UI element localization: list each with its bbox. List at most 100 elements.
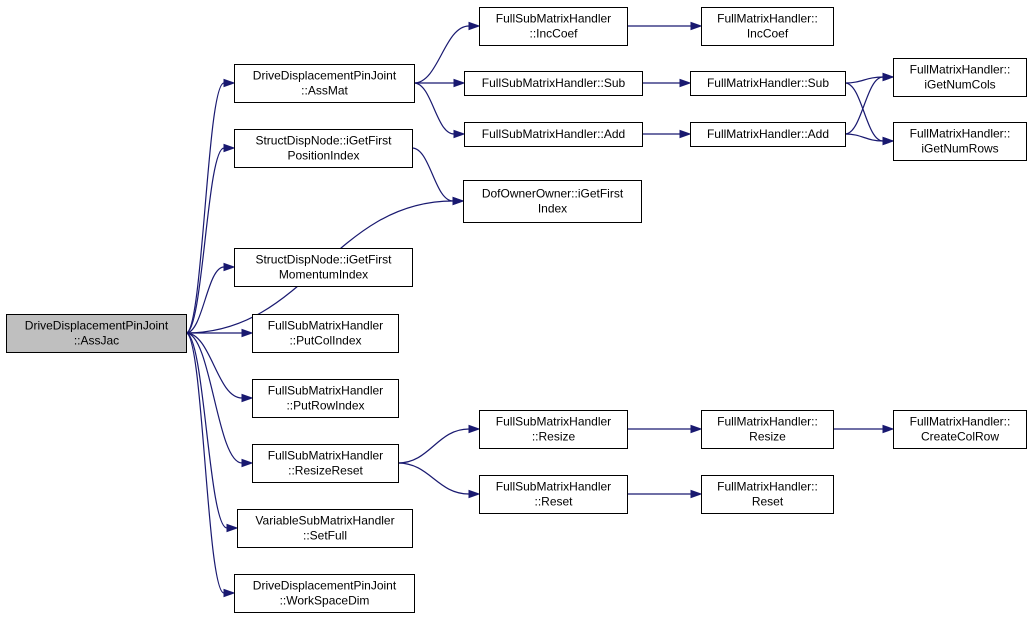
node-label: ::Reset bbox=[534, 495, 573, 509]
node-cols[interactable]: FullMatrixHandler::iGetNumCols bbox=[893, 58, 1027, 97]
node-label: Index bbox=[538, 202, 567, 216]
edges-layer bbox=[185, 21, 895, 598]
node-box bbox=[701, 410, 834, 449]
edge-fs_add-to-fm_add bbox=[642, 129, 692, 139]
node-box bbox=[252, 379, 399, 418]
node-label: FullMatrixHandler::Add bbox=[707, 127, 829, 141]
node-fm_inc[interactable]: FullMatrixHandler::IncCoef bbox=[701, 7, 834, 46]
edge-fs_resize-to-fm_resize bbox=[627, 424, 703, 434]
edge-line bbox=[844, 76, 884, 135]
edge-root-to-setfull bbox=[185, 332, 239, 533]
node-label: FullSubMatrixHandler bbox=[268, 384, 383, 398]
arrowhead-icon bbox=[223, 143, 236, 153]
arrowhead-icon bbox=[690, 424, 703, 434]
node-box bbox=[463, 180, 642, 223]
node-label: iGetNumRows bbox=[921, 142, 998, 156]
arrowhead-icon bbox=[679, 78, 692, 88]
edge-fs_sub-to-fm_sub bbox=[642, 78, 692, 88]
arrowhead-icon bbox=[241, 458, 254, 468]
arrowhead-icon bbox=[690, 489, 703, 499]
node-label: ::Resize bbox=[532, 430, 576, 444]
node-label: MomentumIndex bbox=[279, 268, 368, 282]
node-fs_inc[interactable]: FullSubMatrixHandler::IncCoef bbox=[479, 7, 628, 46]
edge-line bbox=[185, 266, 225, 334]
edge-root-to-putcol bbox=[186, 328, 254, 338]
node-label: DriveDisplacementPinJoint bbox=[253, 579, 397, 593]
node-fs_reset[interactable]: FullSubMatrixHandler::Reset bbox=[479, 475, 628, 514]
node-fm_resize[interactable]: FullMatrixHandler::Resize bbox=[701, 410, 834, 449]
node-label: FullSubMatrixHandler::Sub bbox=[482, 76, 626, 90]
node-setfull[interactable]: VariableSubMatrixHandler::SetFull bbox=[237, 509, 413, 548]
node-box bbox=[701, 475, 834, 514]
edge-line bbox=[397, 462, 470, 495]
node-label: DriveDisplacementPinJoint bbox=[25, 319, 169, 333]
arrowhead-icon bbox=[226, 523, 239, 533]
edge-line bbox=[397, 428, 470, 464]
edge-resizereset-to-fs_resize bbox=[397, 424, 481, 464]
edge-root-to-resizereset bbox=[185, 332, 254, 468]
node-label: iGetNumCols bbox=[924, 78, 995, 92]
node-label: Resize bbox=[749, 430, 786, 444]
node-label: StructDispNode::iGetFirst bbox=[255, 134, 392, 148]
node-box bbox=[6, 314, 187, 353]
node-label: FullMatrixHandler::Sub bbox=[707, 76, 829, 90]
node-rows[interactable]: FullMatrixHandler::iGetNumRows bbox=[893, 122, 1027, 161]
edge-line bbox=[844, 76, 884, 84]
edge-assmat-to-fs_sub bbox=[414, 78, 466, 88]
node-label: IncCoef bbox=[747, 27, 789, 41]
node-label: FullMatrixHandler:: bbox=[717, 415, 818, 429]
node-label: Reset bbox=[752, 495, 784, 509]
edge-fm_add-to-cols bbox=[844, 72, 895, 135]
node-label: DofOwnerOwner::iGetFirst bbox=[482, 187, 624, 201]
arrowhead-icon bbox=[223, 78, 236, 88]
node-label: ::IncCoef bbox=[529, 27, 578, 41]
arrowhead-icon bbox=[679, 129, 692, 139]
node-box bbox=[464, 71, 643, 96]
arrowhead-icon bbox=[882, 72, 895, 82]
node-putrow[interactable]: FullSubMatrixHandler::PutRowIndex bbox=[252, 379, 399, 418]
node-label: ::PutColIndex bbox=[289, 334, 361, 348]
node-fs_resize[interactable]: FullSubMatrixHandler::Resize bbox=[479, 410, 628, 449]
node-fm_sub[interactable]: FullMatrixHandler::Sub bbox=[690, 71, 846, 96]
node-label: FullMatrixHandler:: bbox=[910, 63, 1011, 77]
edge-resizereset-to-fs_reset bbox=[397, 462, 481, 499]
node-resizereset[interactable]: FullSubMatrixHandler::ResizeReset bbox=[252, 444, 399, 483]
node-fm_reset[interactable]: FullMatrixHandler::Reset bbox=[701, 475, 834, 514]
edge-root-to-putrow bbox=[185, 332, 254, 403]
node-box bbox=[690, 122, 846, 147]
node-label: FullSubMatrixHandler bbox=[496, 415, 611, 429]
node-box bbox=[893, 58, 1027, 97]
node-box bbox=[234, 574, 415, 613]
node-label: DriveDisplacementPinJoint bbox=[253, 69, 397, 83]
node-box bbox=[479, 7, 628, 46]
node-fs_add[interactable]: FullSubMatrixHandler::Add bbox=[464, 122, 643, 147]
arrowhead-icon bbox=[223, 588, 236, 598]
node-fs_sub[interactable]: FullSubMatrixHandler::Sub bbox=[464, 71, 643, 96]
node-label: StructDispNode::iGetFirst bbox=[255, 253, 392, 267]
node-label: ::AssMat bbox=[301, 84, 348, 98]
node-label: FullMatrixHandler:: bbox=[910, 127, 1011, 141]
node-label: FullSubMatrixHandler bbox=[268, 319, 383, 333]
node-label: FullSubMatrixHandler bbox=[496, 480, 611, 494]
node-fm_add[interactable]: FullMatrixHandler::Add bbox=[690, 122, 846, 147]
edge-line bbox=[185, 82, 225, 334]
edge-line bbox=[185, 332, 243, 399]
node-assmat[interactable]: DriveDisplacementPinJoint::AssMat bbox=[234, 64, 415, 103]
edge-root-to-posidx bbox=[185, 143, 236, 334]
node-label: ::AssJac bbox=[74, 334, 119, 348]
node-wsdim[interactable]: DriveDisplacementPinJoint::WorkSpaceDim bbox=[234, 574, 415, 613]
node-box bbox=[701, 7, 834, 46]
edge-line bbox=[844, 82, 884, 142]
arrowhead-icon bbox=[468, 424, 481, 434]
edge-posidx-to-dof bbox=[411, 147, 465, 206]
arrowhead-icon bbox=[690, 21, 703, 31]
node-root[interactable]: DriveDisplacementPinJoint::AssJac bbox=[6, 314, 187, 353]
node-label: FullSubMatrixHandler::Add bbox=[482, 127, 625, 141]
node-putcol[interactable]: FullSubMatrixHandler::PutColIndex bbox=[252, 314, 399, 353]
edge-line bbox=[413, 82, 455, 135]
node-colrow[interactable]: FullMatrixHandler::CreateColRow bbox=[893, 410, 1027, 449]
